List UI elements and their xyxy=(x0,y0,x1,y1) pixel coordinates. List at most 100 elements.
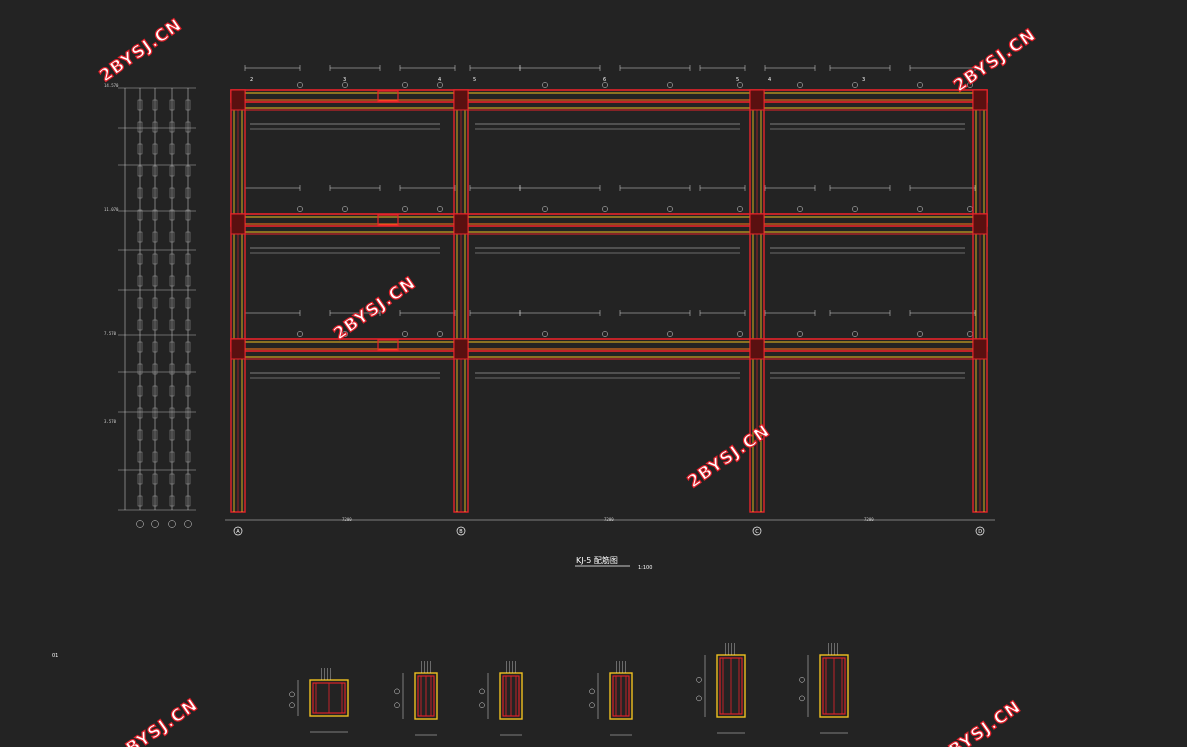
bar-mark-bubble xyxy=(917,82,923,88)
bar-mark-bubble xyxy=(437,206,443,212)
schedule-text-mark xyxy=(152,253,158,265)
schedule-text-mark xyxy=(169,165,175,177)
bar-mark-bubble xyxy=(602,82,608,88)
schedule-text-mark xyxy=(169,297,175,309)
elevation-3: 11.070 xyxy=(104,207,119,212)
schedule-text-mark xyxy=(185,429,191,441)
bar-mark-bubble xyxy=(737,331,743,337)
schedule-text-mark xyxy=(137,187,143,199)
bar-mark-bubble xyxy=(297,82,303,88)
bar-mark-bubble xyxy=(917,206,923,212)
schedule-text-mark xyxy=(137,231,143,243)
schedule-text-mark xyxy=(137,253,143,265)
beam-column-joint xyxy=(749,89,765,111)
schedule-text-mark xyxy=(185,297,191,309)
section-bar-bubble xyxy=(696,695,702,702)
bar-mark-bubble xyxy=(402,331,408,337)
dimension-layer xyxy=(118,65,995,528)
section-bar-bubble xyxy=(589,688,595,695)
bar-mark-bubble xyxy=(967,206,973,212)
bar-mark-bubble xyxy=(342,331,348,337)
elevation-2: 7.570 xyxy=(104,331,117,336)
schedule-text-mark xyxy=(185,121,191,133)
schedule-text-mark xyxy=(137,165,143,177)
schedule-text-mark xyxy=(152,319,158,331)
section-outline xyxy=(819,654,849,718)
bay-mark-bc-1: 5 xyxy=(473,77,476,83)
schedule-axis-bubble xyxy=(136,520,144,528)
bar-mark-bubble xyxy=(737,82,743,88)
schedule-text-mark xyxy=(137,363,143,375)
drawing-title: KJ-5 配筋图 xyxy=(576,555,618,565)
schedule-axis-bubble xyxy=(168,520,176,528)
schedule-text-mark xyxy=(137,429,143,441)
schedule-text-mark xyxy=(152,99,158,111)
beam-column-joint xyxy=(972,213,988,235)
schedule-text-mark xyxy=(169,143,175,155)
schedule-text-mark xyxy=(152,407,158,419)
schedule-text-mark xyxy=(169,187,175,199)
schedule-text-mark xyxy=(152,341,158,353)
schedule-text-mark xyxy=(152,187,158,199)
schedule-text-mark xyxy=(152,363,158,375)
span-dim-cd: 7200 xyxy=(864,517,874,522)
schedule-text-mark xyxy=(169,231,175,243)
beam-column-joint xyxy=(972,89,988,111)
rebar-cutoff-mark xyxy=(377,214,399,226)
bar-mark-bubble xyxy=(667,206,673,212)
bay-mark-cd-1: 4 xyxy=(768,77,771,83)
schedule-text-mark xyxy=(185,275,191,287)
schedule-text-mark xyxy=(137,209,143,221)
schedule-text-mark xyxy=(137,385,143,397)
schedule-text-mark xyxy=(185,341,191,353)
bar-mark-bubble xyxy=(797,82,803,88)
beam-column-joint xyxy=(972,338,988,360)
bar-mark-bubble xyxy=(852,331,858,337)
schedule-text-mark xyxy=(185,407,191,419)
bar-mark-bubble xyxy=(297,206,303,212)
schedule-text-mark xyxy=(152,451,158,463)
bar-mark-bubble xyxy=(542,331,548,337)
beam-column-joint xyxy=(230,89,246,111)
schedule-text-mark xyxy=(152,275,158,287)
schedule-text-mark xyxy=(152,473,158,485)
schedule-text-mark xyxy=(137,407,143,419)
schedule-text-mark xyxy=(152,297,158,309)
bar-mark-bubble xyxy=(402,82,408,88)
section-bar-bubble xyxy=(696,677,702,683)
schedule-text-mark xyxy=(185,231,191,243)
bar-mark-bubble xyxy=(342,206,348,212)
schedule-text-mark xyxy=(169,473,175,485)
section-bar-bubble xyxy=(799,695,805,702)
bar-mark-bubble xyxy=(967,82,973,88)
beam-column-joint xyxy=(230,338,246,360)
schedule-text-mark xyxy=(185,253,191,265)
schedule-text-mark xyxy=(185,165,191,177)
bar-mark-bubble xyxy=(917,331,923,337)
schedule-text-mark xyxy=(152,165,158,177)
section-bar-bubble xyxy=(479,688,485,695)
bar-mark-bubble xyxy=(437,82,443,88)
rebar-cutoff-mark xyxy=(377,90,399,102)
schedule-text-mark xyxy=(185,495,191,507)
axis-bubble-b xyxy=(456,526,466,536)
section-outline xyxy=(499,672,523,720)
section-bar-bubble xyxy=(394,688,400,695)
bay-mark-bc-3: 5 xyxy=(736,77,739,83)
schedule-text-mark xyxy=(169,429,175,441)
schedule-text-mark xyxy=(185,187,191,199)
span-dim-bc: 7200 xyxy=(604,517,614,522)
bar-mark-bubble xyxy=(852,206,858,212)
bar-mark-bubble xyxy=(967,331,973,337)
schedule-text-mark xyxy=(169,209,175,221)
beam-column-joint xyxy=(453,338,469,360)
bar-mark-bubble xyxy=(667,82,673,88)
schedule-text-mark xyxy=(137,319,143,331)
axis-bubble-a xyxy=(233,526,243,536)
bar-mark-bubble xyxy=(542,82,548,88)
schedule-text-mark xyxy=(169,99,175,111)
schedule-text-mark xyxy=(169,363,175,375)
beam-column-joint xyxy=(749,213,765,235)
